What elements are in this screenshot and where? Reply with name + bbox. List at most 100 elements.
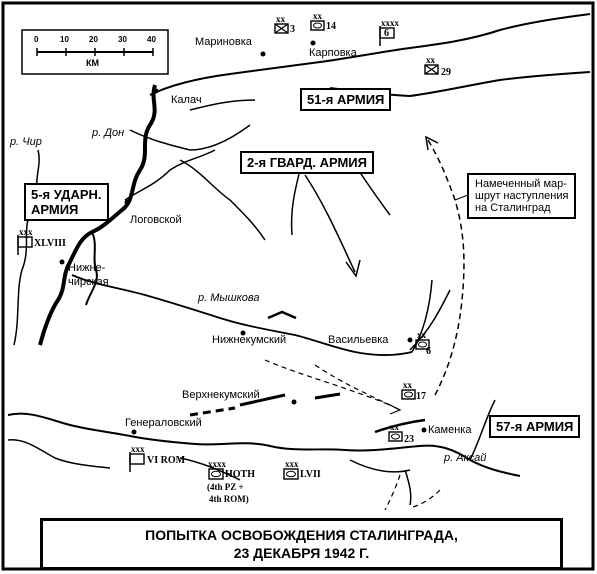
echelon-xx: xx	[403, 380, 412, 390]
place-generalovsky: Генераловский	[125, 417, 202, 429]
river-aksay-label: р. Аксай	[444, 452, 487, 464]
unit-14-label: 14	[326, 21, 336, 32]
german-advance-arrowhead	[387, 403, 402, 415]
river-myshkova-label: р. Мышкова	[198, 292, 260, 304]
german-advance-2	[314, 364, 401, 411]
unit-hoth-detail-1: (4th PZ +	[207, 482, 244, 492]
arrow-2g-army	[304, 174, 356, 273]
unit-symbol-6	[415, 339, 430, 350]
scale-tick-30: 30	[118, 35, 127, 44]
town-karpovka-dot	[310, 40, 316, 46]
map-title: ПОПЫТКА ОСВОБОЖДЕНИЯ СТАЛИНГРАДА, 23 ДЕК…	[40, 518, 563, 570]
place-verkhnekumsky: Верхнекумский	[182, 389, 260, 401]
place-nizhnechirskaya-2: чирская	[68, 276, 109, 288]
front-segment-2	[239, 393, 286, 407]
town-verkhnekumsky-dot	[291, 399, 297, 405]
town-logovskoy-dot	[124, 199, 130, 205]
map-title-line1: ПОПЫТКА ОСВОБОЖДЕНИЯ СТАЛИНГРАДА,	[145, 527, 458, 543]
place-nizhnekumsky: Нижнекумский	[212, 334, 287, 346]
place-marinovka: Мариновка	[195, 36, 252, 48]
town-marinovka-dot	[260, 51, 266, 57]
stream-1	[129, 124, 251, 151]
army-57-label: 57-я АРМИЯ	[489, 415, 581, 438]
river-chir-label: р. Чир	[10, 136, 42, 148]
note-line2: шрут наступления	[475, 190, 569, 202]
river-myshkova	[71, 274, 413, 356]
front-segment-5	[374, 418, 426, 434]
unit-symbol-xlviii	[17, 235, 33, 255]
unit-symbol-29	[424, 64, 439, 75]
army-5u-line2: АРМИЯ	[31, 202, 79, 217]
unit-6-top-label: 6	[384, 28, 389, 39]
map-title-line2: 23 ДЕКАБРЯ 1942 Г.	[233, 545, 370, 561]
south-thrust	[384, 474, 401, 511]
unit-symbol-23	[388, 431, 403, 442]
place-kalach: Калач	[171, 94, 202, 106]
unit-xlviii-label: XLVIII	[34, 238, 66, 249]
scale-box	[21, 29, 169, 75]
front-segment-1	[267, 310, 297, 320]
unit-symbol-17	[401, 389, 416, 400]
river-aksay	[7, 412, 521, 477]
scale-tick-20: 20	[89, 35, 98, 44]
german-advance-1	[264, 359, 391, 406]
unit-17-label: 17	[416, 391, 426, 402]
river-don-branch	[85, 231, 98, 306]
planned-route-note: Намеченный мар- шрут наступления на Стал…	[467, 173, 577, 219]
note-line1: Намеченный мар-	[475, 178, 567, 190]
echelon-xxxx: xxxx	[381, 18, 399, 28]
army-51-label: 51-я АРМИЯ	[300, 88, 392, 111]
town-nizhnekumsky-dot	[240, 330, 246, 336]
arrow-2g-army-head	[345, 259, 361, 278]
unit-symbol-3	[274, 23, 289, 34]
echelon-xx: xx	[390, 422, 399, 432]
unit-29-label: 29	[441, 67, 451, 78]
note-line3: на Сталинград	[475, 202, 551, 214]
echelon-xx: xx	[276, 14, 285, 24]
unit-3-label: 3	[290, 24, 295, 35]
town-kalach-dot	[153, 88, 159, 94]
unit-symbol-hoth	[208, 468, 224, 480]
place-karpovka: Карповка	[309, 47, 357, 59]
arrow-51-south	[409, 289, 451, 351]
place-vasilyevka: Васильевка	[328, 334, 389, 346]
place-kamenka: Каменка	[428, 424, 472, 436]
stream-2	[179, 159, 266, 241]
town-nizhnechirskaya-dot	[59, 259, 65, 265]
place-logovskoy: Логовской	[130, 214, 182, 226]
front-segment-3	[189, 406, 236, 417]
unit-hoth-detail-2: 4th ROM)	[209, 494, 249, 504]
place-nizhnechirskaya-1: Нижне-	[68, 262, 106, 274]
stream-4	[290, 169, 301, 236]
planned-route-arrowhead	[425, 135, 439, 151]
echelon-xxxx: xxxx	[208, 459, 226, 469]
river-don	[38, 84, 157, 346]
echelon-xx: xx	[426, 55, 435, 65]
town-kamenka-dot	[421, 427, 427, 433]
echelon-xx: xx	[417, 330, 426, 340]
river-aksay-trib	[404, 399, 496, 506]
town-generalovsky-dot	[131, 429, 137, 435]
planned-route	[427, 139, 465, 396]
stream-6	[189, 99, 256, 111]
scale-tick-0: 0	[34, 35, 39, 44]
unit-hoth-label: HOTH	[225, 469, 256, 480]
army-5u-line1: 5-я УДАРН.	[31, 187, 102, 202]
unit-6-label: 6	[426, 346, 431, 357]
echelon-xxx: xxx	[131, 444, 145, 454]
echelon-xxx: xxx	[19, 227, 33, 237]
town-vasilyevka-dot	[407, 337, 413, 343]
army-2g-label: 2-я ГВАРД. АРМИЯ	[240, 151, 374, 174]
scale-unit: КМ	[86, 58, 99, 68]
unit-symbol-lvii	[283, 468, 299, 480]
unit-23-label: 23	[404, 434, 414, 445]
unit-symbol-14	[310, 20, 325, 31]
front-segment-4	[314, 392, 341, 400]
army-5u-label: 5-я УДАРН. АРМИЯ	[24, 183, 109, 221]
unit-vi-rom-label: VI ROM	[147, 455, 186, 466]
south-thrust-2	[409, 489, 441, 509]
front-line-north	[149, 13, 591, 96]
scale-tick-10: 10	[60, 35, 69, 44]
note-leader	[454, 194, 469, 201]
unit-lvii-label: LVII	[300, 469, 321, 480]
